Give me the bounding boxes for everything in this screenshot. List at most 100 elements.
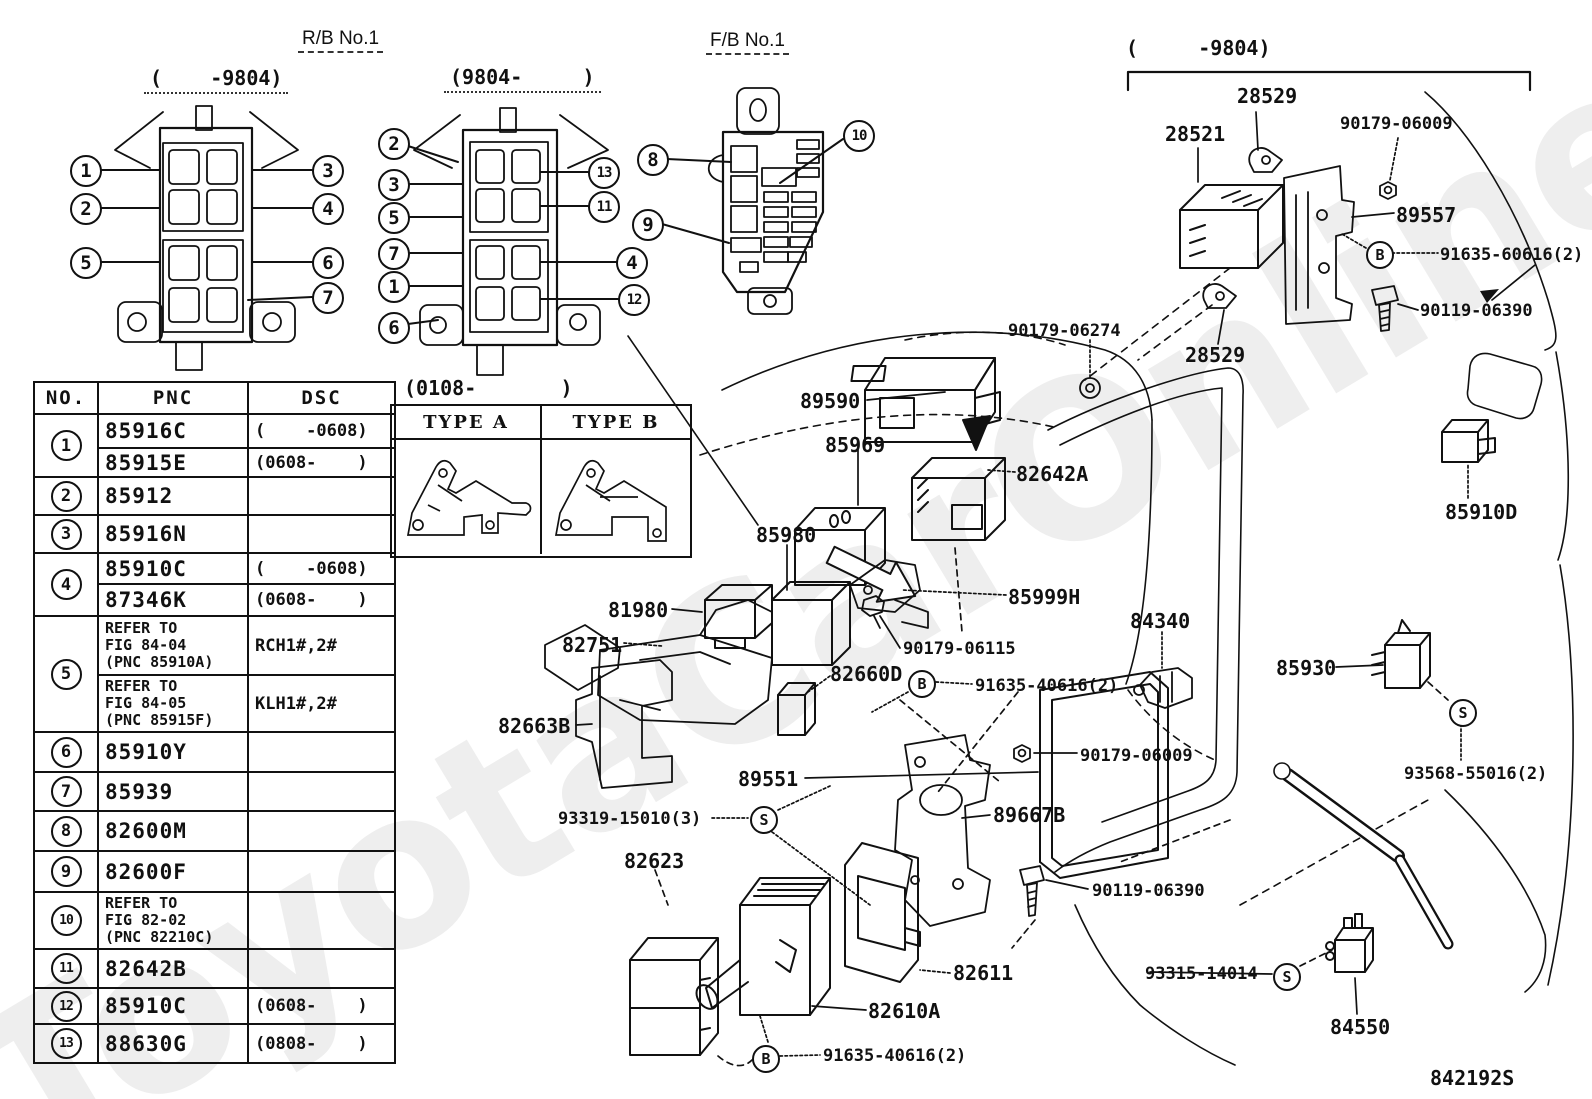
part-label-81980: 81980 xyxy=(608,598,669,622)
callout-a-1: 1 xyxy=(70,155,102,187)
part-label-84340: 84340 xyxy=(1130,609,1191,633)
table-row: 85915E (0608- ) xyxy=(34,447,396,478)
arrow-85980-art xyxy=(825,545,917,603)
part-label-90179-06009-mid: 90179-06009 xyxy=(1080,746,1193,766)
table-row: 12 85910C (0608- ) xyxy=(33,987,396,1025)
relay-85980-art xyxy=(771,581,851,666)
col-no: NO. xyxy=(33,381,99,415)
part-label-85999h: 85999H xyxy=(1008,585,1081,609)
table-row: 6 85910Y xyxy=(33,731,396,773)
part-label-82660d: 82660D xyxy=(830,662,903,686)
part-label-90119-06390-top: 90119-06390 xyxy=(1420,301,1533,321)
callout-b-3: 3 xyxy=(378,169,410,201)
table-row: 87346K (0608- ) xyxy=(34,583,396,617)
callout-b-4: 4 xyxy=(616,247,648,279)
fusebox-a-art xyxy=(99,105,313,371)
part-label-82751: 82751 xyxy=(562,633,623,657)
part-label-82642a: 82642A xyxy=(1016,462,1089,486)
bracket-type-table: TYPE A TYPE B xyxy=(390,404,692,558)
connector-82660d-art xyxy=(777,682,816,736)
row-no-badge: 10 xyxy=(50,905,82,936)
row-no-badge: 9 xyxy=(50,856,82,887)
part-label-82610a: 82610A xyxy=(868,999,941,1023)
part-label-93568-55016: 93568-55016(2) xyxy=(1404,764,1548,784)
col-pnc: PNC xyxy=(97,381,249,415)
connector-85910d-art xyxy=(1441,419,1496,463)
fb-no1-title: F/B No.1 xyxy=(706,30,789,55)
part-label-85969: 85969 xyxy=(825,433,886,457)
row-no-badge: 12 xyxy=(50,990,82,1022)
callout-b-2: 2 xyxy=(378,128,410,160)
circled-s-right: S xyxy=(1449,699,1477,727)
table-row: 4 85910C ( -0608) xyxy=(33,552,396,617)
part-label-28529-top: 28529 xyxy=(1237,84,1298,108)
part-label-85980: 85980 xyxy=(756,523,817,547)
part-label-89557: 89557 xyxy=(1396,203,1457,227)
circled-s-mid: S xyxy=(750,806,778,834)
nut-90179-06009-mid-art xyxy=(1013,744,1031,763)
box-82623-art xyxy=(629,937,719,1056)
callout-b-1: 1 xyxy=(378,271,410,303)
part-label-90119-06390-bot: 90119-06390 xyxy=(1092,881,1205,901)
part-label-82623: 82623 xyxy=(624,849,685,873)
relay-85930-art xyxy=(1371,619,1431,689)
bracket-range: (0108- ) xyxy=(404,376,573,400)
part-label-85910d: 85910D xyxy=(1445,500,1518,524)
table-row: 2 85912 xyxy=(33,476,396,516)
bracket-85999h-art xyxy=(849,559,929,629)
row-no-badge: 3 xyxy=(50,518,82,550)
col-dsc: DSC xyxy=(247,381,396,415)
switch-84550-art xyxy=(1325,913,1374,973)
table-row: 13 88630G (0808- ) xyxy=(33,1023,396,1064)
fusebox-b-art xyxy=(407,107,619,376)
part-label-89667b: 89667B xyxy=(993,803,1066,827)
figure-code: 842192S xyxy=(1430,1066,1515,1090)
cover-82663b-art xyxy=(575,659,673,789)
callout-b-5: 5 xyxy=(378,202,410,234)
rb-no1-title: R/B No.1 xyxy=(298,28,384,53)
row-no-badge: 8 xyxy=(50,815,82,847)
row-no-badge: 1 xyxy=(50,430,82,461)
ecu-89551-art xyxy=(1039,671,1169,879)
callout-a-6: 6 xyxy=(312,247,344,279)
vehicle-outline xyxy=(627,91,1574,1066)
part-label-85930: 85930 xyxy=(1276,656,1337,680)
table-row: 1 85916C ( -0608) xyxy=(33,413,396,478)
parts-table: NO. PNC DSC 1 85916C ( -0608) 85915E (06… xyxy=(33,381,396,1064)
circled-s-bot: S xyxy=(1273,963,1301,991)
type-b-header: TYPE B xyxy=(572,411,660,433)
table-row: 11 82642B xyxy=(33,948,396,989)
callout-b-11: 11 xyxy=(588,191,620,223)
clip-28529-top-art xyxy=(1248,147,1283,173)
bolt-90179-06115-art xyxy=(861,595,885,629)
bracket-89557-art xyxy=(1283,165,1355,325)
type-b-drawing xyxy=(542,440,690,554)
part-label-91635-60616: 91635-60616(2) xyxy=(1440,245,1584,265)
part-label-82611: 82611 xyxy=(953,961,1014,985)
callout-b-12: 12 xyxy=(618,284,650,316)
part-label-93319-15010: 93319-15010(3) xyxy=(558,809,702,829)
row-no-badge: 6 xyxy=(50,736,82,768)
bolt-90119-06390-top-art xyxy=(1371,285,1399,332)
type-a-drawing xyxy=(392,440,542,554)
part-label-91635-40616-mid: 91635-40616(2) xyxy=(975,676,1119,696)
type-a-header: TYPE A xyxy=(392,406,542,438)
range-bracket xyxy=(1126,70,1532,92)
circled-b-mid: B xyxy=(908,670,936,698)
part-label-89551: 89551 xyxy=(738,767,799,791)
table-row: 3 85916N xyxy=(33,514,396,554)
table-row: 7 85939 xyxy=(33,771,396,812)
nut-90179-06274-art xyxy=(1079,377,1101,399)
table-row: 8 82600M xyxy=(33,810,396,852)
callout-b-13: 13 xyxy=(588,157,620,189)
ecu-82642a-art xyxy=(911,457,1006,541)
rb-right-range: (9804- ) xyxy=(444,65,601,93)
fusebox-fb-art xyxy=(661,87,844,315)
rb-left-range: ( -9804) xyxy=(144,66,289,94)
bolt-90119-06390-bot-art xyxy=(1019,865,1045,917)
callout-a-5: 5 xyxy=(70,247,102,279)
part-label-90179-06009-top: 90179-06009 xyxy=(1340,114,1453,134)
callout-b-6: 6 xyxy=(378,312,410,344)
callout-a-2: 2 xyxy=(70,193,102,225)
circled-b-top: B xyxy=(1366,241,1394,269)
